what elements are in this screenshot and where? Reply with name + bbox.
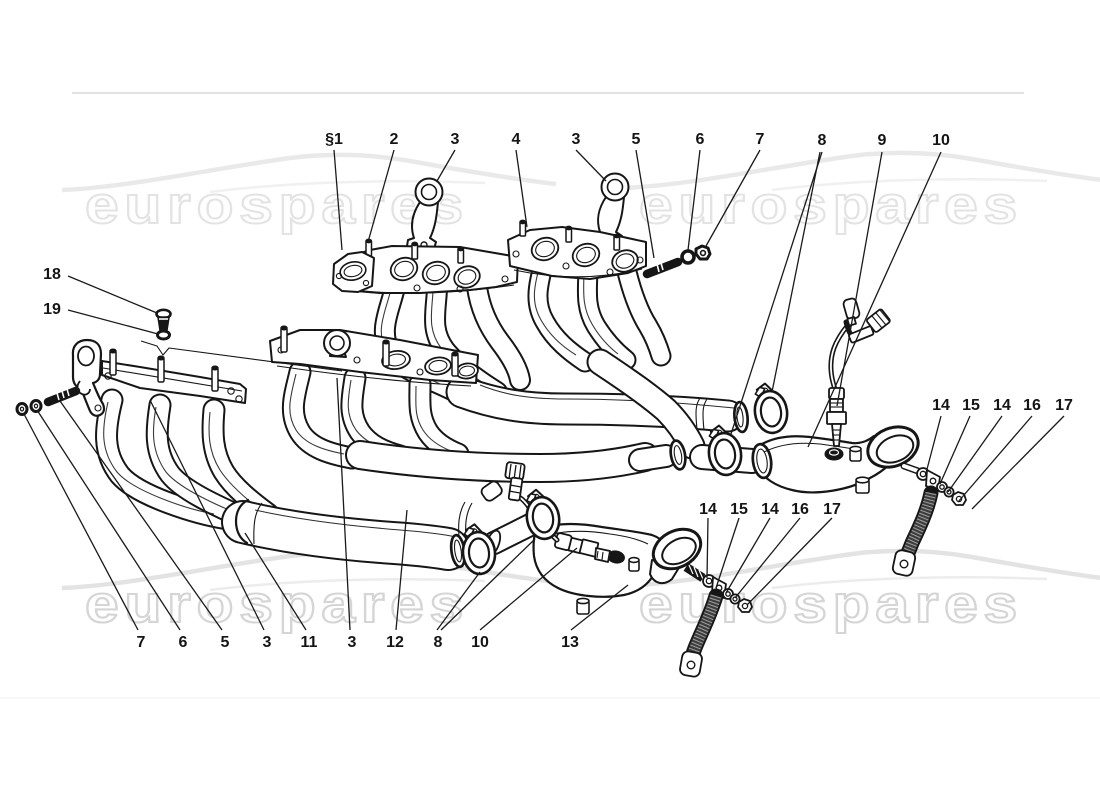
svg-text:14: 14 [932,397,950,414]
svg-text:16: 16 [1023,397,1041,414]
svg-text:9: 9 [878,132,887,149]
svg-text:10: 10 [932,132,950,149]
svg-text:13: 13 [561,634,579,651]
svg-text:14: 14 [699,501,717,518]
svg-text:6: 6 [179,634,188,651]
svg-text:4: 4 [512,131,521,148]
svg-text:eurospares: eurospares [639,575,1023,634]
svg-text:3: 3 [263,634,272,651]
svg-text:3: 3 [572,131,581,148]
svg-text:5: 5 [632,131,641,148]
svg-text:eurospares: eurospares [85,176,469,235]
svg-text:11: 11 [301,634,318,651]
svg-text:8: 8 [434,634,443,651]
svg-text:2: 2 [390,131,399,148]
svg-text:3: 3 [348,634,357,651]
svg-text:7: 7 [137,634,146,651]
svg-text:8: 8 [818,132,827,149]
svg-text:15: 15 [962,397,980,414]
svg-text:16: 16 [791,501,809,518]
svg-text:eurospares: eurospares [639,176,1023,235]
svg-text:17: 17 [1055,397,1073,414]
svg-text:15: 15 [730,501,748,518]
svg-text:7: 7 [756,131,765,148]
svg-text:17: 17 [823,501,841,518]
svg-text:14: 14 [993,397,1011,414]
svg-text:10: 10 [471,634,489,651]
svg-text:eurospares: eurospares [85,575,469,634]
svg-text:19: 19 [43,301,61,318]
svg-text:18: 18 [43,266,61,283]
svg-text:3: 3 [451,131,460,148]
svg-text:12: 12 [386,634,404,651]
svg-text:14: 14 [761,501,779,518]
svg-text:§1: §1 [325,131,343,148]
svg-text:5: 5 [221,634,230,651]
svg-text:6: 6 [696,131,705,148]
